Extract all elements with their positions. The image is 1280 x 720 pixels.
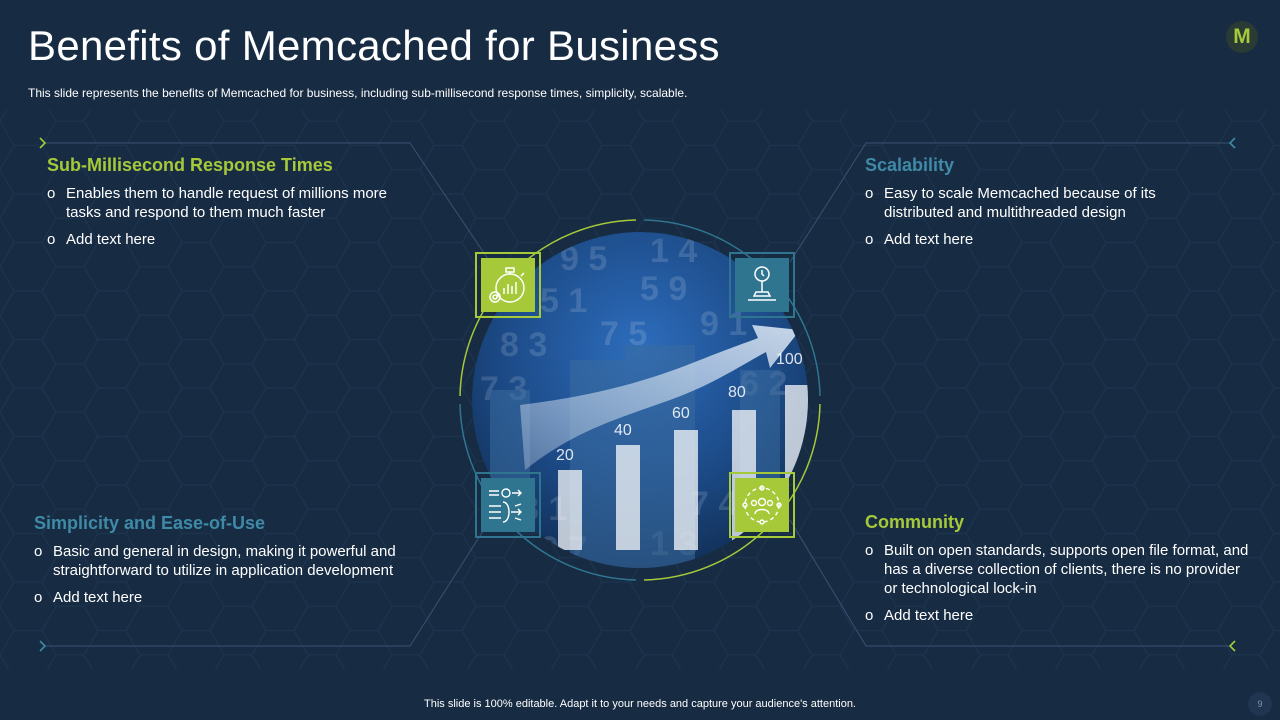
sub-ms-block: Sub-Millisecond Response Times Enables t…	[47, 155, 407, 257]
bullet-item: Add text here	[34, 588, 404, 607]
growth-arrow	[520, 325, 800, 470]
chart-label: 100	[776, 351, 803, 368]
sub-ms-bullets: Enables them to handle request of millio…	[47, 184, 407, 249]
page-title: Benefits of Memcached for Business	[28, 22, 720, 69]
simplicity-icon-box	[475, 472, 541, 538]
chevron-right-icon	[39, 137, 47, 149]
svg-text:9 5: 9 5	[560, 240, 607, 278]
chevron-left-icon	[1228, 137, 1236, 149]
community-network-icon	[742, 485, 782, 525]
simplicity-block: Simplicity and Ease-of-Use Basic and gen…	[34, 513, 404, 615]
connector-bottom-right	[789, 519, 1230, 647]
stopwatch-icon	[489, 267, 525, 303]
chart-label: 60	[672, 405, 690, 422]
sub-ms-icon-box	[475, 252, 541, 318]
connector-top-left	[46, 142, 491, 263]
bullet-item: Add text here	[47, 230, 407, 249]
footer-note: This slide is 100% editable. Adapt it to…	[424, 698, 856, 710]
bullet-item: Built on open standards, supports open f…	[865, 541, 1250, 598]
svg-text:8 3: 8 3	[500, 326, 547, 364]
bullet-item: Add text here	[865, 230, 1205, 249]
community-icon-box	[729, 472, 795, 538]
bullet-item: Add text here	[865, 606, 1250, 625]
brand-logo: M	[1226, 21, 1258, 53]
connector-top-right	[789, 142, 1230, 263]
chart-label: 80	[728, 384, 746, 401]
svg-text:5 9: 5 9	[640, 270, 687, 308]
chart-bar	[616, 445, 640, 550]
bullet-item: Basic and general in design, making it p…	[34, 542, 404, 580]
scalability-icon-box	[729, 252, 795, 318]
scalability-heading: Scalability	[865, 155, 955, 175]
scale-gauge-icon	[748, 266, 776, 301]
chart-label: 20	[556, 447, 574, 464]
chart-label: 40	[614, 422, 632, 439]
simplicity-heading: Simplicity and Ease-of-Use	[34, 513, 266, 533]
community-block: Community Built on open standards, suppo…	[865, 512, 1250, 633]
scalability-bullets: Easy to scale Memcached because of its d…	[865, 184, 1205, 249]
community-bullets: Built on open standards, supports open f…	[865, 541, 1250, 625]
simplicity-bullets: Basic and general in design, making it p…	[34, 542, 404, 607]
svg-text:5 1: 5 1	[540, 282, 587, 320]
bullet-item: Easy to scale Memcached because of its d…	[865, 184, 1205, 222]
logo-letter: M	[1233, 25, 1251, 48]
connector-bottom-left	[46, 519, 491, 647]
chevron-left-icon	[1228, 640, 1236, 652]
page-number: 9	[1248, 692, 1272, 716]
chevron-right-icon	[39, 640, 47, 652]
community-heading: Community	[865, 512, 964, 532]
svg-text:1 4: 1 4	[650, 232, 697, 270]
bullet-item: Enables them to handle request of millio…	[47, 184, 407, 222]
chart-bar	[558, 470, 582, 550]
page-subtitle: This slide represents the benefits of Me…	[28, 86, 688, 100]
chart-bar	[674, 430, 698, 550]
process-flow-icon	[489, 488, 522, 523]
sub-ms-heading: Sub-Millisecond Response Times	[47, 155, 333, 175]
scalability-block: Scalability Easy to scale Memcached beca…	[865, 155, 1205, 257]
